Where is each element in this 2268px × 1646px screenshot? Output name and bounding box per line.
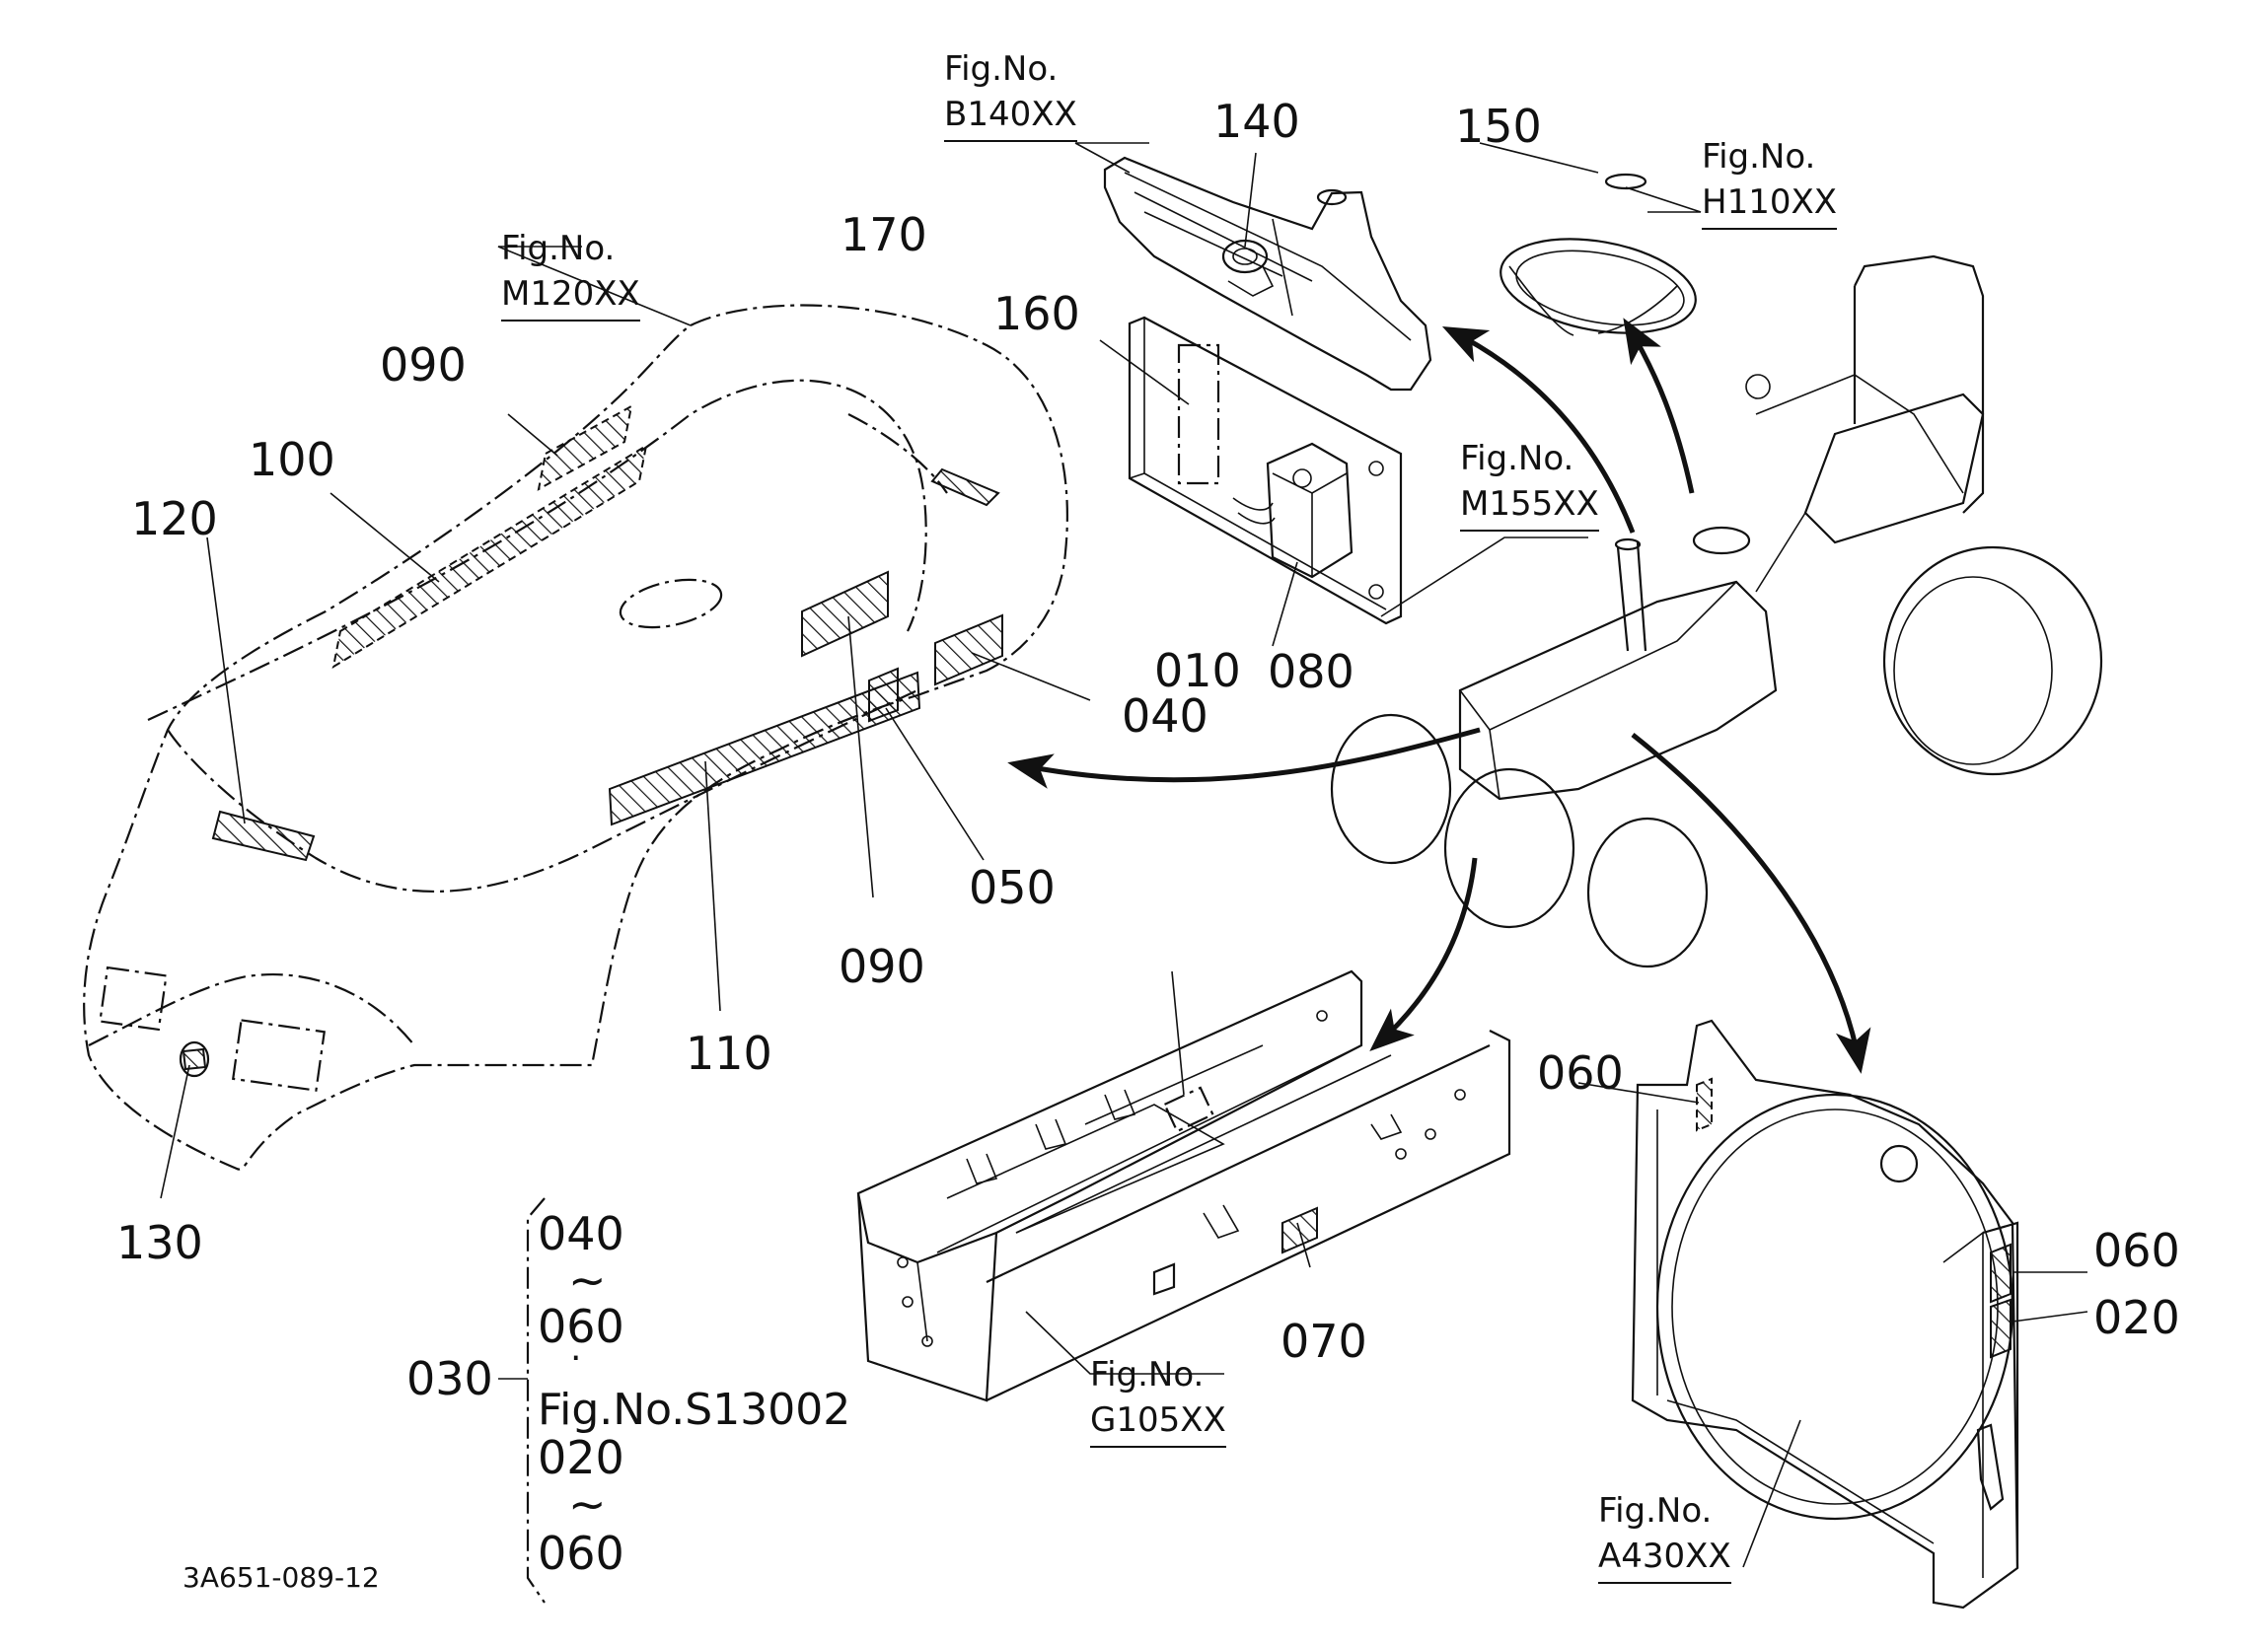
part-label-120: 120	[131, 492, 218, 545]
part-label-040: 040	[1122, 689, 1208, 743]
part-label-130: 130	[116, 1216, 203, 1269]
set-030-range2-sep: ~	[568, 1477, 607, 1531]
drawing-code: 3A651-089-12	[183, 1561, 380, 1594]
part-label-100: 100	[249, 433, 335, 486]
part-label-090-top: 090	[380, 338, 467, 392]
set-030-dot: ·	[570, 1338, 582, 1379]
fig-ref-m155: Fig.No. M155XX	[1460, 437, 1599, 532]
part-label-080: 080	[1268, 645, 1354, 698]
set-030-ref: Fig.No.S13002	[538, 1385, 851, 1435]
fig-ref-a430-line1: Fig.No.	[1598, 1491, 1713, 1531]
part-label-160: 160	[993, 287, 1080, 340]
part-label-090-bottom: 090	[839, 940, 925, 993]
fig-ref-g105-line2: G105XX	[1090, 1398, 1226, 1448]
part-label-060-top: 060	[1537, 1046, 1624, 1100]
part-label-150: 150	[1455, 100, 1542, 153]
set-030-bracket	[498, 1197, 546, 1604]
part-label-110: 110	[686, 1027, 772, 1080]
part-label-170: 170	[841, 208, 927, 261]
fig-ref-m155-line1: Fig.No.	[1460, 439, 1574, 478]
leader-lines	[160, 142, 2088, 1568]
fig-ref-g105: Fig.No. G105XX	[1090, 1353, 1226, 1448]
flow-arrows	[1007, 318, 1871, 1074]
fig-ref-m120-line2: M120XX	[501, 272, 640, 322]
fig-ref-g105-line1: Fig.No.	[1090, 1355, 1205, 1395]
fig-ref-b140-line2: B140XX	[944, 93, 1077, 142]
fig-ref-h110-line1: Fig.No.	[1702, 137, 1816, 177]
set-030-range2-start: 020	[538, 1431, 624, 1484]
fig-ref-m155-line2: M155XX	[1460, 482, 1599, 532]
part-label-070: 070	[1280, 1315, 1367, 1368]
part-label-020: 020	[2093, 1291, 2180, 1344]
radiator-shroud-drawing	[1631, 1019, 2019, 1610]
set-030-range1-start: 040	[538, 1207, 624, 1260]
instrument-panel-drawing	[1103, 156, 1432, 392]
set-030-range2-end: 060	[538, 1527, 624, 1580]
bonnet-drawing	[83, 304, 1068, 1171]
set-030-range1-end: 060	[538, 1300, 624, 1353]
relay-bracket-drawing	[1128, 316, 1403, 625]
part-label-140: 140	[1213, 95, 1300, 148]
fig-ref-h110: Fig.No. H110XX	[1702, 135, 1838, 230]
tractor-overview-drawing	[1330, 254, 2103, 968]
fig-ref-a430-line2: A430XX	[1598, 1535, 1731, 1584]
fig-ref-m120: Fig.No. M120XX	[501, 227, 640, 322]
fig-ref-a430: Fig.No. A430XX	[1598, 1489, 1731, 1584]
fig-ref-m120-line1: Fig.No.	[501, 229, 616, 268]
fig-ref-h110-line2: H110XX	[1702, 180, 1838, 230]
fig-ref-b140-line1: Fig.No.	[944, 49, 1059, 89]
front-frame-drawing	[856, 969, 1511, 1402]
part-label-030: 030	[406, 1352, 493, 1405]
part-label-050: 050	[969, 861, 1056, 914]
part-label-060-right: 060	[2093, 1224, 2180, 1277]
part-label-010: 010	[1154, 644, 1241, 697]
set-030-range1-sep: ~	[568, 1253, 607, 1307]
fig-ref-b140: Fig.No. B140XX	[944, 47, 1077, 142]
steering-wheel-drawing	[1500, 173, 1697, 336]
